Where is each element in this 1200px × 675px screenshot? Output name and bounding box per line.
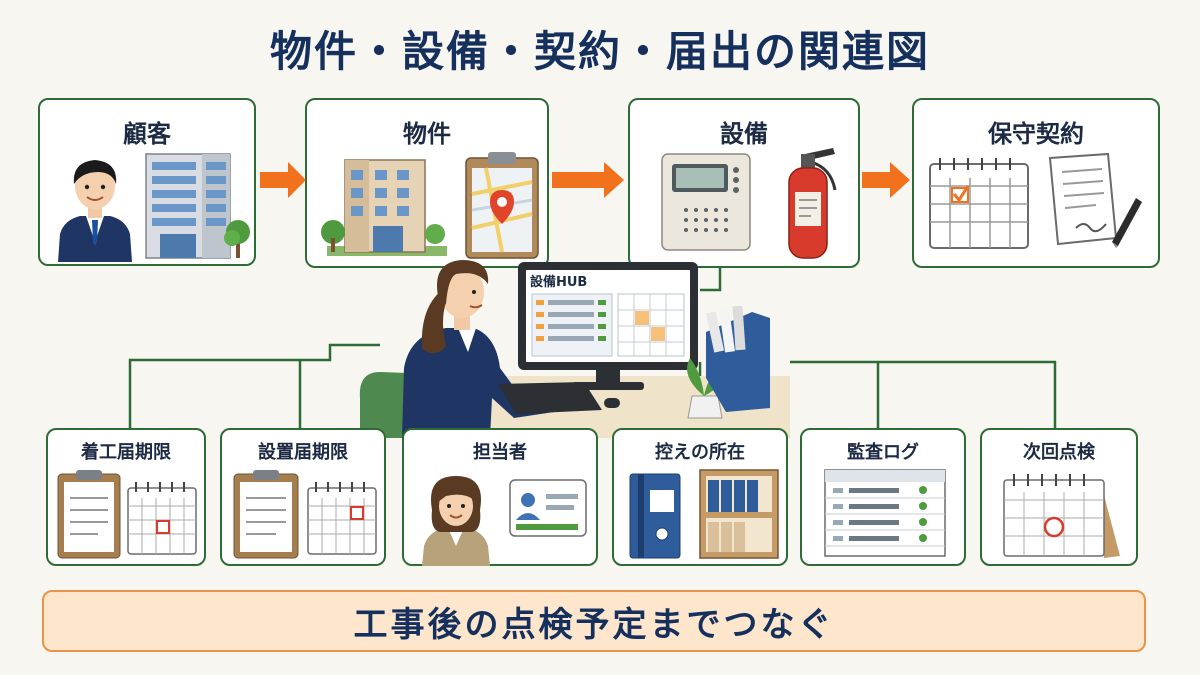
bookshelf-icon [699,469,779,559]
node-installation-notice-deadline: 設置届期限 [220,428,386,566]
arrow-equipment-to-contract-icon [862,162,910,198]
node-equipment: 設備 [628,98,860,268]
node-label: 設置届期限 [258,442,348,463]
id-card-icon [509,479,587,537]
businessman-icon [58,160,132,262]
node-customer: 顧客 [38,98,256,266]
contract-pen-icon [1048,152,1142,248]
node-label: 担当者 [473,442,527,463]
node-label: 着工届期限 [81,442,171,463]
node-label: 監査ログ [847,442,919,463]
binder-icon [629,473,681,559]
node-copy-location: 控えの所在 [612,428,788,566]
arrow-customer-to-property-icon [260,162,306,198]
clipboard-calendar-icon [57,470,197,559]
calendar-check-icon [929,158,1029,249]
node-property: 物件 [305,98,549,268]
node-label: 保守契約 [988,120,1084,148]
arrow-property-to-equipment-icon [552,162,624,198]
node-label: 次回点検 [1023,442,1095,463]
node-label: 控えの所在 [655,442,745,463]
map-clipboard-icon [465,152,539,259]
node-label: 設備 [720,120,768,148]
fire-extinguisher-icon [788,148,837,259]
node-next-inspection: 次回点検 [980,428,1138,566]
footer-text: 工事後の点検予定までつなぐ [353,604,835,645]
node-person-in-charge: 担当者 [402,428,598,566]
node-audit-log: 監査ログ [800,428,966,566]
node-construction-notice-deadline: 着工届期限 [46,428,206,566]
apartment-building-icon [321,159,447,256]
diagram-title: 物件・設備・契約・届出の関連図 [269,27,930,76]
desk-calendar-icon [1003,474,1120,558]
monitor-title: 設備HUB [530,274,587,290]
node-label: 物件 [403,120,451,148]
node-maintenance-contract: 保守契約 [912,98,1160,268]
node-label: 顧客 [123,120,171,148]
office-worker-scene: 設備HUB [359,260,790,438]
office-building-icon [145,153,250,259]
footer-banner: 工事後の点検予定までつなぐ [42,590,1146,652]
staff-woman-icon [422,476,490,566]
clipboard-calendar-icon [233,470,377,559]
log-table-icon [824,469,946,557]
control-panel-icon [661,153,751,251]
